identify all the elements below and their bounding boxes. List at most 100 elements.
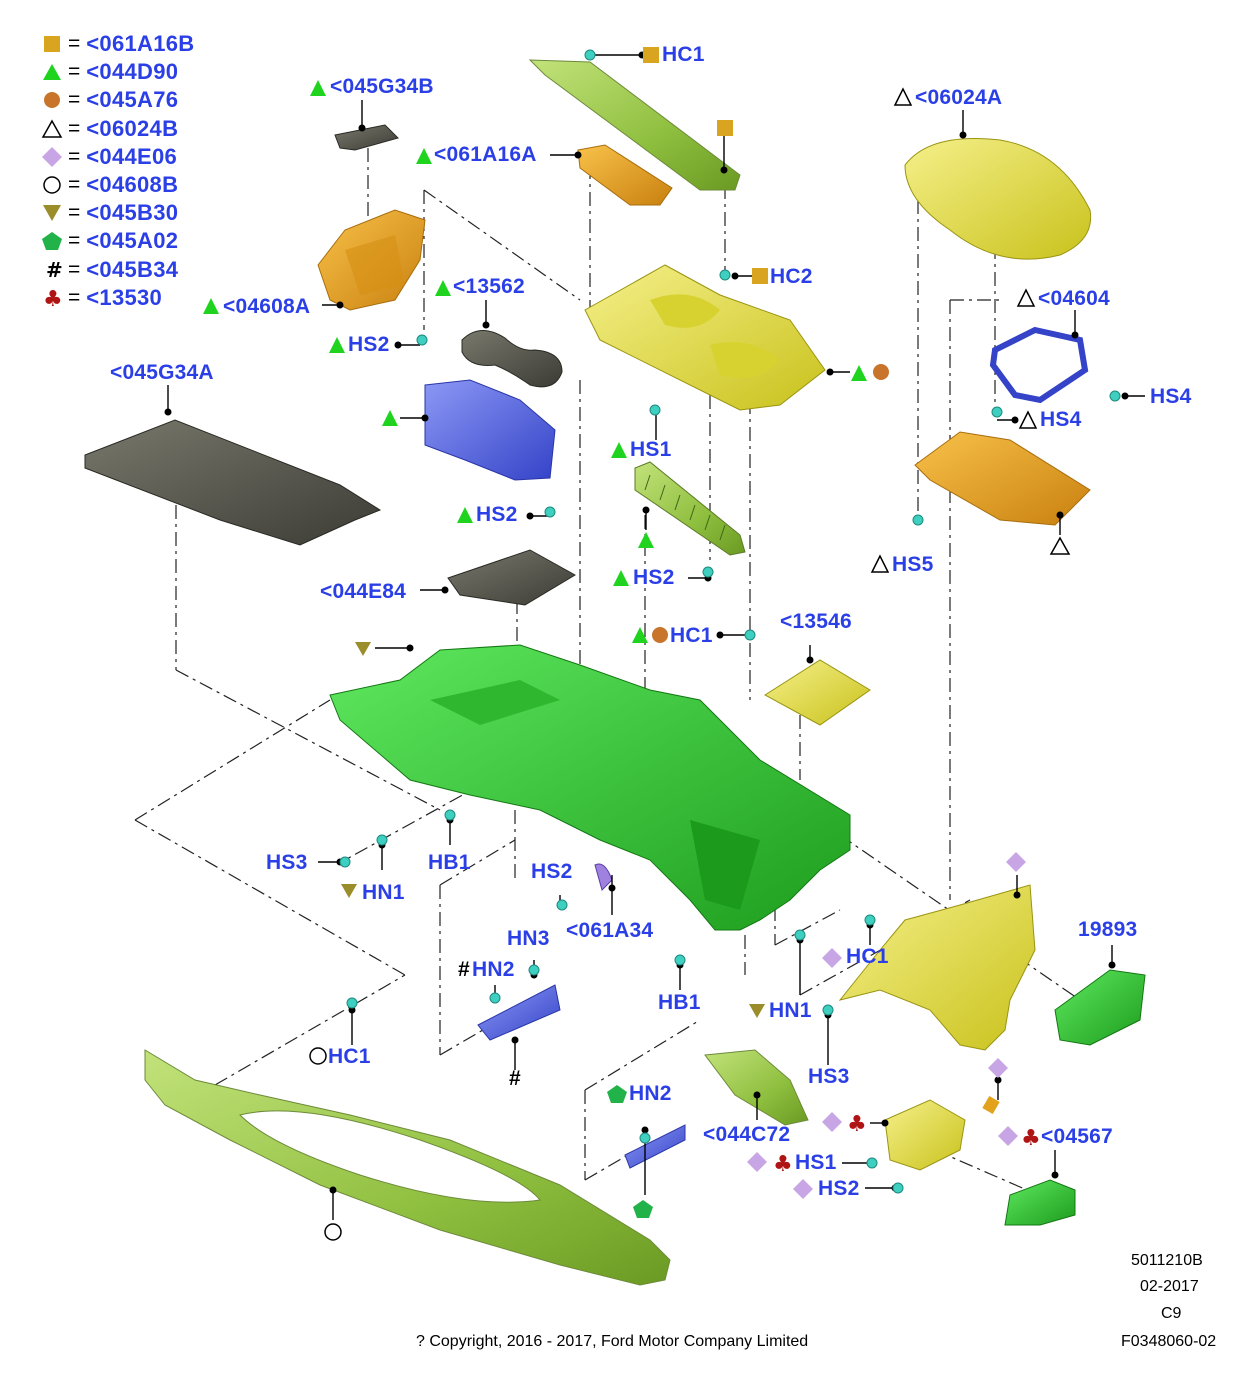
tray-13546: [764, 659, 871, 726]
top-trim-strip: [528, 59, 741, 191]
legend-item: =<045A02: [40, 227, 194, 255]
legend-item: =<045B30: [40, 199, 194, 227]
part-label: HN2: [629, 1082, 672, 1105]
legend-code: <06024B: [86, 115, 179, 141]
part-label: HS2: [531, 860, 573, 883]
green-grille: [634, 461, 746, 556]
orange-stub: [982, 1095, 1000, 1115]
square-icon: [44, 36, 60, 53]
blue-cupholder: [424, 379, 556, 481]
club-icon: ♣: [43, 287, 63, 309]
legend-code: <045A76: [86, 87, 179, 113]
part-label: 19893: [1078, 918, 1138, 941]
legend-item: # =<045B34: [40, 256, 194, 284]
part-label: HN2: [472, 958, 515, 981]
part-label: <061A34: [566, 919, 654, 942]
triangle-down-icon: [43, 205, 61, 222]
armrest-06024A: [904, 137, 1092, 260]
legend: =<061A16B =<044D90 =<045A76 =<06024B =<0…: [40, 30, 194, 312]
legend-item: ♣ =<13530: [40, 284, 194, 312]
legend-code: <061A16B: [86, 31, 195, 57]
grey-panel-045G34A: [84, 419, 382, 546]
orange-tray: [914, 431, 1091, 526]
legend-code: <045B30: [86, 200, 179, 226]
legend-code: <13530: [86, 284, 163, 310]
yellow-switch-assembly: [884, 1099, 966, 1171]
blue-bracket-04604: [989, 326, 1089, 404]
part-label: HS3: [266, 851, 308, 874]
yellow-console-panel: [584, 264, 826, 411]
legend-item: =<044D90: [40, 58, 194, 86]
legend-code: <045B34: [86, 256, 179, 282]
circle-icon: [44, 92, 60, 109]
part-label: HN1: [362, 881, 405, 904]
part-label: <06024A: [915, 86, 1003, 109]
blue-bracket-hn2-lower: [624, 1124, 686, 1169]
part-label: HN3: [507, 927, 550, 950]
cupholder-mat-13562: [461, 330, 563, 388]
part-label: <13562: [453, 275, 525, 298]
drawing-code: 5011210B: [1131, 1252, 1203, 1269]
copyright-notice: ? Copyright, 2016 - 2017, Ford Motor Com…: [416, 1333, 809, 1350]
pentagon-icon: [42, 232, 62, 251]
part-label: HB1: [428, 851, 471, 874]
svg-text:#: #: [46, 259, 63, 281]
part-label: HS1: [795, 1151, 837, 1174]
part-label: <04604: [1038, 287, 1110, 310]
part-label: HS4: [1040, 408, 1082, 431]
hash-icon: #: [46, 259, 63, 281]
triangle-icon: [43, 64, 61, 81]
legend-item: =<044E06: [40, 143, 194, 171]
part-label: HC2: [770, 265, 813, 288]
triangle-outline-icon: [41, 119, 63, 138]
part-label: <044E84: [320, 580, 407, 603]
legend-code: <044E06: [86, 143, 178, 169]
part-label: HS2: [348, 333, 390, 356]
svg-text:♣: ♣: [847, 1112, 867, 1137]
diamond-icon: [42, 146, 62, 167]
part-label: HB1: [658, 991, 701, 1014]
legend-item: =<06024B: [40, 115, 194, 143]
legend-item: =<061A16B: [40, 30, 194, 58]
part-label: HS2: [476, 503, 518, 526]
main-green-body: [329, 644, 851, 931]
part-label: <044C72: [703, 1123, 791, 1146]
part-label: HC1: [328, 1045, 371, 1068]
mat-044E84: [447, 549, 576, 606]
drawing-revision: C9: [1161, 1305, 1182, 1322]
legend-item: =<045A76: [40, 86, 194, 114]
part-label: HN1: [769, 999, 812, 1022]
part-label: HS5: [892, 553, 934, 576]
part-label: <04608A: [223, 295, 311, 318]
part-label: HC1: [846, 945, 889, 968]
svg-text:♣: ♣: [773, 1152, 793, 1177]
svg-text:♣: ♣: [43, 287, 63, 309]
part-label: HS2: [818, 1177, 860, 1200]
drawing-reference: F0348060-02: [1121, 1333, 1217, 1350]
vent-19893: [1054, 969, 1146, 1046]
part-label: HS4: [1150, 385, 1192, 408]
part-label: <13546: [780, 610, 852, 633]
grey-cover-045G34B: [334, 124, 399, 151]
part-label: HS2: [633, 566, 675, 589]
legend-code: <045A02: [86, 228, 179, 254]
part-label: #: [509, 1067, 521, 1090]
part-label: <061A16A: [434, 143, 537, 166]
part-label: HS3: [808, 1065, 850, 1088]
part-label: HC1: [662, 43, 705, 66]
trim-061A16A: [577, 144, 673, 206]
legend-code: <04608B: [86, 172, 179, 198]
blue-bracket-hn: [477, 984, 561, 1041]
side-panel-044C72: [704, 1049, 809, 1126]
part-label: <045G34B: [330, 75, 434, 98]
circle-outline-icon: [43, 176, 61, 194]
green-switch-04567: [1004, 1179, 1076, 1226]
part-label: HS1: [630, 438, 672, 461]
svg-text:♣: ♣: [1021, 1126, 1041, 1151]
part-label: HC1: [670, 624, 713, 647]
yellow-bezel: [838, 884, 1036, 1051]
legend-item: =<04608B: [40, 171, 194, 199]
legend-code: <044D90: [86, 59, 179, 85]
